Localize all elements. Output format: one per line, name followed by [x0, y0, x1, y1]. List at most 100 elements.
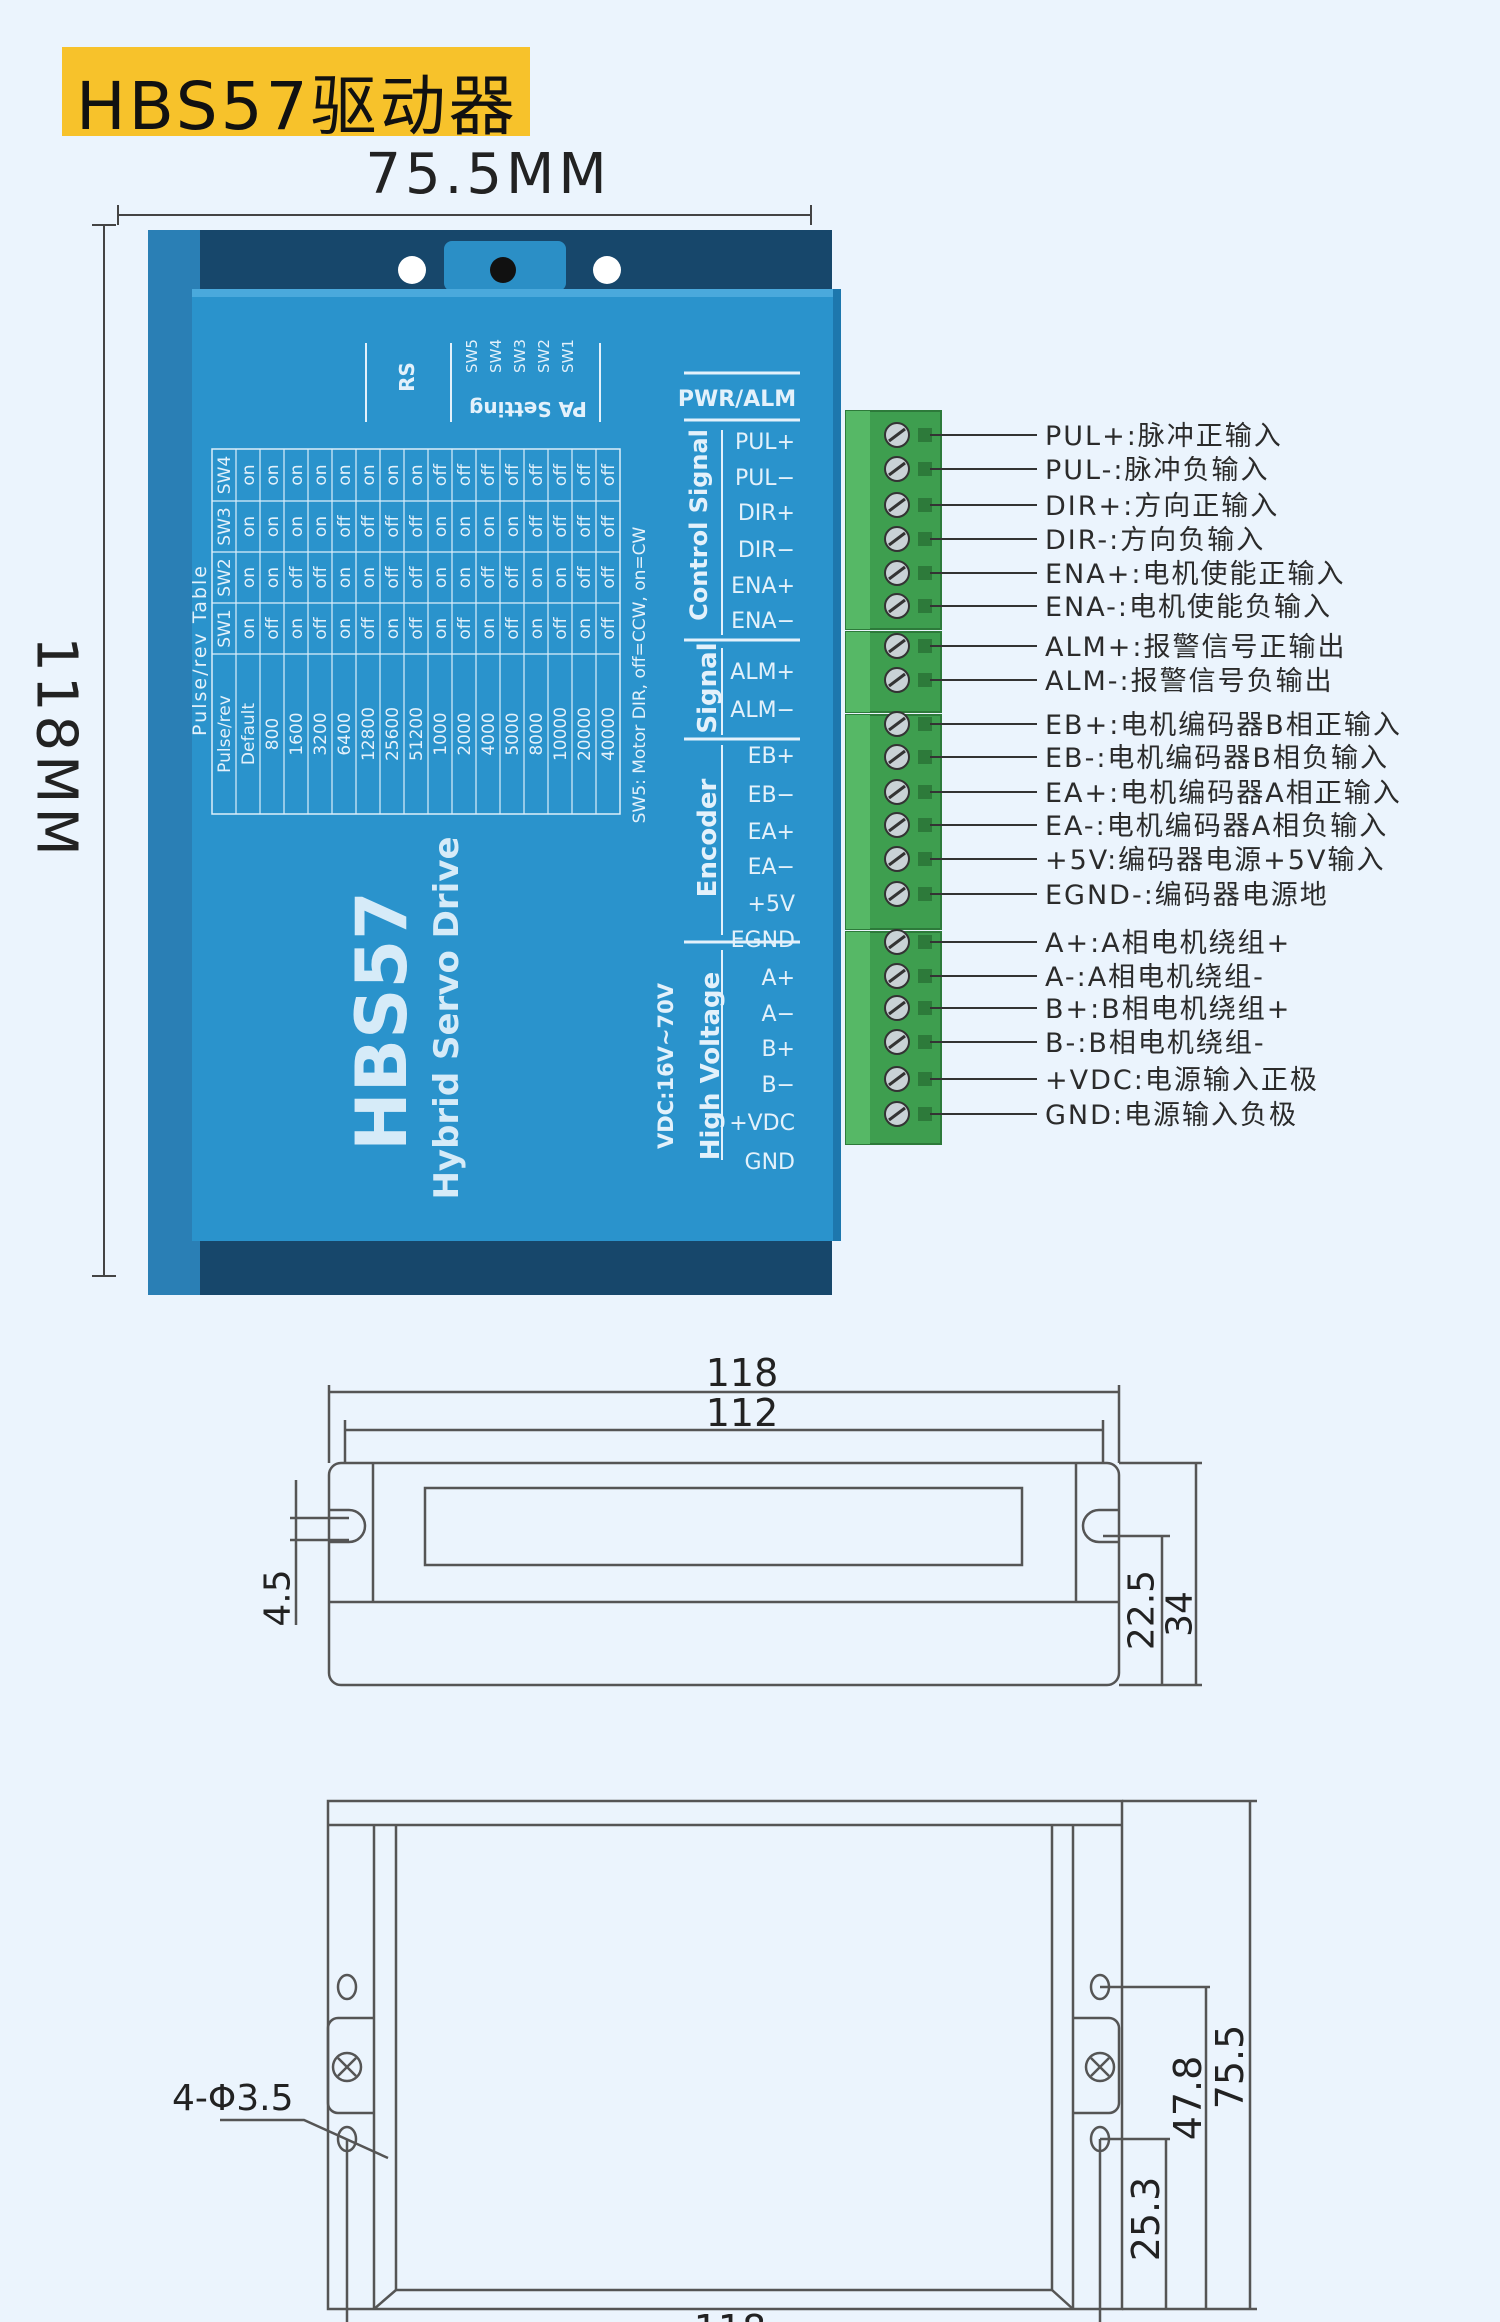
wire-slot — [918, 462, 932, 476]
table-cell: on — [311, 464, 331, 485]
screw-slot — [888, 565, 906, 581]
table-cell: off — [599, 565, 619, 588]
table-border — [211, 448, 621, 815]
wire-slot — [918, 566, 932, 580]
callout-label: EB-:电机编码器B相负输入 — [1045, 743, 1389, 774]
table-cell: off — [407, 565, 427, 588]
terminal-lip — [846, 715, 870, 929]
table-cell: on — [263, 516, 283, 537]
pin-label: ENA− — [731, 609, 795, 634]
wire-slot — [918, 1035, 932, 1049]
screw-slot — [888, 427, 906, 443]
table-cell: off — [383, 565, 403, 588]
table-cell: on — [431, 567, 451, 588]
table-cell: off — [479, 463, 499, 486]
screw-slot — [888, 749, 906, 765]
pulse-rev-table: Pulse/revSW1SW2SW3SW4Defaultonononon800o… — [211, 448, 621, 815]
table-cell: off — [527, 463, 547, 486]
pin-label: +5V — [748, 892, 795, 917]
pin-label: EA− — [748, 855, 795, 880]
wire-slot — [918, 1001, 932, 1015]
table-cell: 2000 — [455, 712, 475, 755]
table-cell: off — [311, 565, 331, 588]
table-cell: 40000 — [599, 707, 619, 761]
dim-4-5: 4.5 — [258, 1569, 299, 1626]
wire-slot — [918, 639, 932, 653]
table-cell: on — [311, 516, 331, 537]
callout-label: B+:B相电机绕组+ — [1045, 994, 1291, 1025]
model-label: HBS57 — [341, 891, 423, 1151]
callout-label: GND:电源输入负极 — [1045, 1100, 1298, 1131]
table-cell: off — [599, 463, 619, 486]
dim-22-5: 22.5 — [1122, 1570, 1163, 1650]
callout-label: A-:A相电机绕组- — [1045, 962, 1265, 993]
table-cell: off — [551, 463, 571, 486]
wire-slot — [918, 818, 932, 832]
wire-slot — [918, 969, 932, 983]
section-signal: Signal — [693, 642, 723, 733]
callout-label: DIR-:方向负输入 — [1045, 525, 1265, 556]
table-cell: on — [455, 516, 475, 537]
screw-slot — [888, 716, 906, 732]
section-encoder: Encoder — [693, 779, 723, 898]
sw-label: SW5 — [463, 339, 481, 373]
table-cell: off — [575, 463, 595, 486]
callout-label: EA-:电机编码器A相负输入 — [1045, 811, 1388, 842]
table-cell: SW2 — [215, 558, 235, 596]
table-cell: on — [503, 516, 523, 537]
callout-label: EGND-:编码器电源地 — [1045, 880, 1329, 911]
subtitle-label: Hybrid Servo Drive — [427, 836, 467, 1199]
table-cell: on — [239, 567, 259, 588]
wire-slot — [918, 935, 932, 949]
wire-slot — [918, 750, 932, 764]
table-title: Pulse/rev Table — [189, 564, 211, 736]
screw-slot — [888, 968, 906, 984]
callout-label: ALM-:报警信号负输出 — [1045, 666, 1334, 697]
table-cell: off — [575, 514, 595, 537]
table-cell: off — [335, 514, 355, 537]
table-cell: on — [335, 464, 355, 485]
sw-label: SW1 — [559, 339, 577, 373]
table-cell: off — [503, 463, 523, 486]
pin-label: PUL− — [735, 466, 795, 491]
pin-label: B− — [761, 1073, 795, 1098]
screw-icon — [331, 2051, 363, 2083]
mounting-hole — [593, 256, 621, 284]
table-cell: off — [479, 565, 499, 588]
table-cell: on — [479, 618, 499, 639]
callout-label: ENA-:电机使能负输入 — [1045, 592, 1332, 623]
table-cell: on — [239, 618, 259, 639]
screw-slot — [888, 1000, 906, 1016]
dim-34: 34 — [1160, 1591, 1201, 1637]
table-cell: on — [551, 567, 571, 588]
table-cell: off — [599, 616, 619, 639]
dim-25-3: 25.3 — [1124, 2177, 1168, 2262]
table-cell: 1000 — [431, 712, 451, 755]
table-cell: 51200 — [407, 707, 427, 761]
top-view-drawing — [290, 1385, 1202, 1687]
wire-slot — [918, 852, 932, 866]
height-label: 118MM — [24, 636, 89, 860]
width-label: 75.5MM — [365, 142, 610, 207]
terminal-lip — [846, 632, 870, 712]
callout-label: +5V:编码器电源+5V输入 — [1045, 845, 1385, 876]
table-cell: 8000 — [527, 712, 547, 755]
table-cell: on — [527, 567, 547, 588]
wire-slot — [918, 717, 932, 731]
wire-slot — [918, 1072, 932, 1086]
table-cell: Default — [239, 703, 259, 765]
callout-label: DIR+:方向正输入 — [1045, 491, 1279, 522]
screw-slot — [888, 1106, 906, 1122]
dim-47-8: 47.8 — [1166, 2056, 1210, 2141]
pin-label: DIR+ — [738, 501, 795, 526]
width-dimension — [117, 205, 812, 225]
page-title: HBS57驱动器 — [76, 68, 518, 145]
callout-label: EA+:电机编码器A相正输入 — [1045, 778, 1402, 809]
screw-slot — [888, 851, 906, 867]
callout-label: +VDC:电源输入正极 — [1045, 1065, 1319, 1096]
screw-slot — [888, 672, 906, 688]
mounting-hole — [398, 256, 426, 284]
table-cell: on — [263, 567, 283, 588]
table-cell: off — [287, 565, 307, 588]
section-control-signal: Control Signal — [685, 429, 713, 621]
